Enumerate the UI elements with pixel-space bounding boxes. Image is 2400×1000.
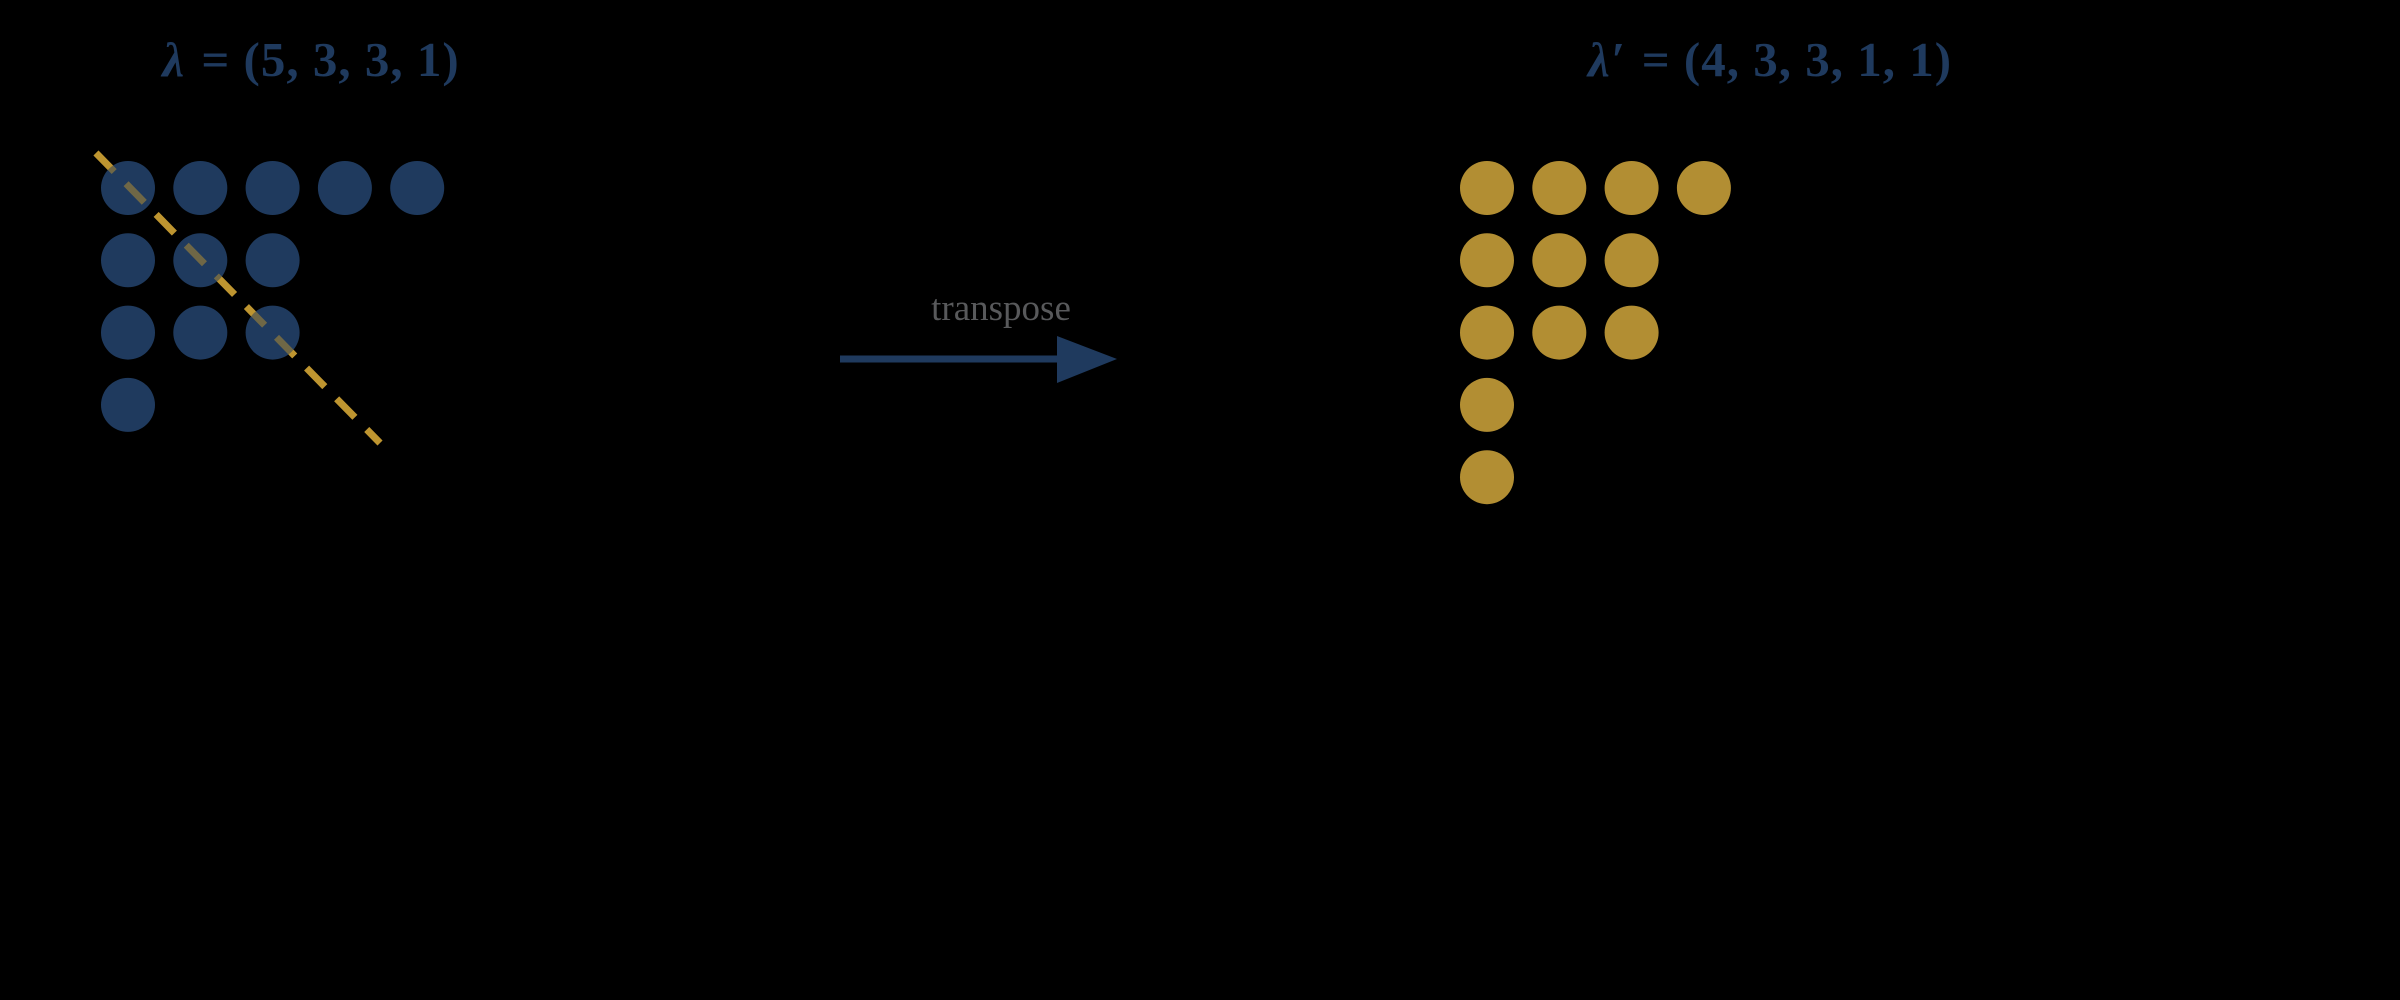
ferrers-dot-right <box>1460 305 1514 360</box>
ferrers-dot-right <box>1604 305 1659 360</box>
right-ferrers-diagram <box>1460 161 1731 505</box>
lambda-symbol: λ <box>162 32 186 87</box>
ferrers-dot-left <box>173 161 228 215</box>
ferrers-dot-left <box>101 377 155 432</box>
diagonal-reflection-line-overlay <box>93 150 383 446</box>
ferrers-dot-left <box>101 305 155 360</box>
transpose-arrowhead-icon <box>1057 336 1117 383</box>
ferrers-dot-right <box>1532 161 1587 215</box>
left-partition-tuple: = (5, 3, 3, 1) <box>188 32 460 87</box>
ferrers-dot-left <box>390 161 445 215</box>
transpose-arrow <box>840 336 1117 383</box>
ferrers-dot-right <box>1460 377 1514 432</box>
ferrers-dot-right <box>1460 161 1514 215</box>
left-ferrers-diagram <box>101 161 445 432</box>
lambda-prime-symbol: λ′ <box>1587 32 1626 87</box>
ferrers-dot-right <box>1460 450 1514 505</box>
ferrers-dot-right <box>1532 233 1587 288</box>
left-partition-title: λ = (5, 3, 3, 1) <box>162 31 459 88</box>
ferrers-dot-left <box>101 233 155 288</box>
ferrers-dot-right <box>1460 233 1514 288</box>
ferrers-dot-right <box>1604 233 1659 288</box>
ferrers-dot-left <box>245 233 300 288</box>
transpose-label: transpose <box>931 288 1071 329</box>
right-partition-tuple: = (4, 3, 3, 1, 1) <box>1628 32 1953 87</box>
ferrers-dot-right <box>1532 305 1587 360</box>
ferrers-dot-left <box>317 161 372 215</box>
ferrers-dot-right <box>1676 161 1731 215</box>
right-partition-title: λ′ = (4, 3, 3, 1, 1) <box>1588 31 1952 88</box>
ferrers-dot-right <box>1604 161 1659 215</box>
ferrers-dot-left <box>245 161 300 215</box>
ferrers-dot-left <box>173 305 228 360</box>
